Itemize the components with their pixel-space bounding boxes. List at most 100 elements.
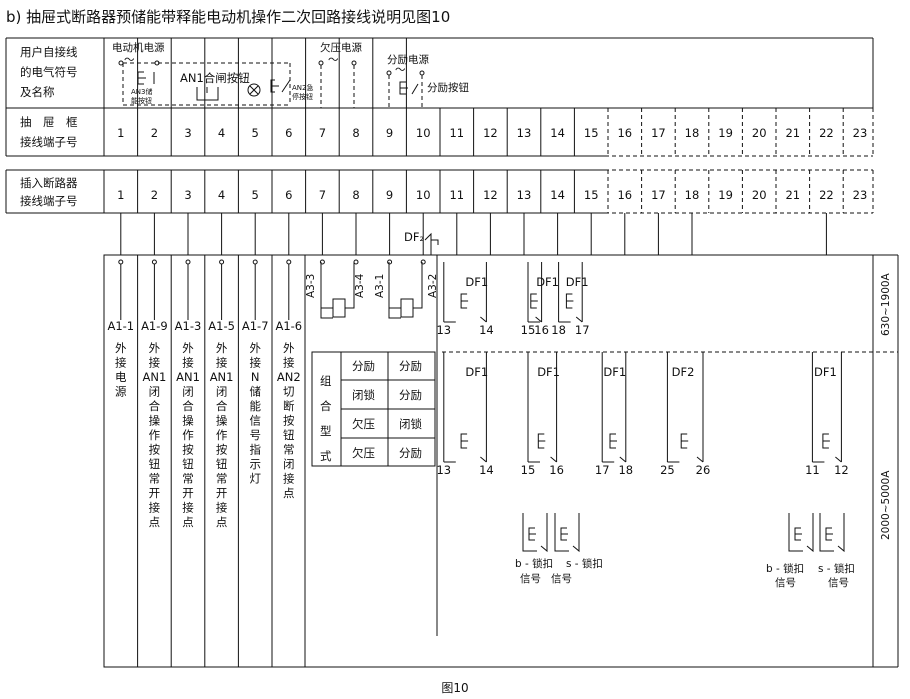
connection-desc-char: 号 (249, 428, 261, 442)
connection-desc-char: 钮 (182, 457, 194, 471)
drawer-terminal-number: 16 (617, 126, 632, 140)
connection-desc-char: 外 (149, 341, 161, 355)
breaker-terminal-number: 11 (449, 188, 464, 202)
drawer-terminal-number: 14 (550, 126, 565, 140)
breaker-terminal-number: 22 (819, 188, 834, 202)
lock-s-label-4: 信号 (828, 577, 849, 589)
drawer-terminal-number: 21 (785, 126, 800, 140)
drawer-terminal-number: 15 (584, 126, 599, 140)
lock-s-label-1: s - 锁扣 (566, 557, 603, 570)
breaker-terminal-number: 21 (785, 188, 800, 202)
motor-power-wave: 〜 (124, 54, 135, 66)
connection-desc-char: 闭 (216, 385, 228, 399)
connection-code: A1-7 (242, 319, 269, 333)
an3-label-1: AN3储 (131, 87, 152, 96)
connection-desc-char: 开 (149, 486, 161, 500)
connection-desc-char: 切 (283, 385, 295, 399)
contact-name: DF1 (537, 365, 560, 379)
drawer-terminal-number: 22 (819, 126, 834, 140)
breaker-terminal-number: 12 (483, 188, 498, 202)
coil-label-a3-4: A3-4 (354, 273, 366, 298)
connection-desc-char: 点 (149, 515, 161, 529)
connection-desc-char: 接 (149, 501, 161, 515)
contact-number: 13 (436, 463, 451, 477)
connection-desc-char: 接 (283, 472, 295, 486)
breaker-terminal-number: 23 (853, 188, 868, 202)
connection-desc-char: 按 (283, 414, 295, 428)
figure-caption: 图10 (441, 681, 469, 695)
lock-b-label-1: b - 锁扣 (515, 557, 553, 570)
connection-desc-char: 灯 (249, 472, 261, 486)
connection-desc-char: 外 (115, 341, 127, 355)
shunt-power-wave: 〜 (395, 64, 406, 76)
connection-desc-char: 外 (249, 341, 261, 355)
breaker-terminal-number: 16 (617, 188, 632, 202)
connection-desc-char: 开 (182, 486, 194, 500)
row-label-user-2: 的电气符号 (20, 65, 78, 79)
row-label-breaker-2: 接线端子号 (20, 194, 78, 208)
lock-s-label-2: 信号 (551, 573, 572, 585)
breaker-terminal-number: 4 (218, 188, 225, 202)
drawer-terminal-number: 4 (218, 126, 225, 140)
connection-desc-char: 源 (115, 385, 127, 399)
combo-label-2: 合 (320, 399, 332, 413)
connection-code: A1-6 (275, 319, 302, 333)
undervoltage-label: 欠压电源 (320, 41, 362, 54)
row-label-user-1: 用户自接线 (20, 45, 78, 59)
connection-desc-char: 闭 (149, 385, 161, 399)
connection-desc-char: 按 (182, 443, 194, 457)
breaker-terminal-number: 9 (386, 188, 393, 202)
row-label-drawer-1: 抽 屉 框 (20, 115, 78, 129)
shunt-button-label: 分励按钮 (427, 81, 469, 94)
breaker-terminal-number: 18 (685, 188, 700, 202)
connection-desc-char: 接 (249, 356, 261, 370)
connection-desc-char: 接 (216, 501, 228, 515)
drawer-terminal-number: 5 (252, 126, 259, 140)
lock-b-label-2: 信号 (520, 573, 541, 585)
an2-label-1: AN2急 (292, 83, 313, 92)
lock-b-label-4: 信号 (775, 577, 796, 589)
connection-desc-char: 接 (182, 356, 194, 370)
combo-cell: 分励 (399, 446, 422, 460)
connection-descriptions: A1-1外接电源A1-9外接AN1闭合操作按钮常开接点A1-3外接AN1闭合操作… (107, 319, 302, 529)
connection-desc-char: 常 (182, 472, 194, 486)
connection-desc-char: 接 (149, 356, 161, 370)
breaker-terminal-number: 1 (117, 188, 124, 202)
connection-desc-char: 按 (149, 443, 161, 457)
breaker-terminal-number: 2 (151, 188, 158, 202)
contact-number: 15 (521, 323, 536, 337)
connection-desc-char: 接 (182, 501, 194, 515)
contact-number: 17 (595, 463, 610, 477)
combo-label-4: 式 (320, 449, 332, 463)
combo-cell: 欠压 (352, 446, 375, 460)
contact-name: DF1 (566, 275, 589, 289)
contact-number: 14 (479, 323, 494, 337)
undervoltage-wave: 〜 (328, 54, 339, 66)
connection-desc-char: 点 (283, 486, 295, 500)
coil-label-a3-1: A3-1 (374, 274, 386, 298)
an3-label-2: 能按钮 (131, 96, 152, 105)
range-lower: 2000~5000A (880, 470, 892, 540)
connection-desc-char: 接 (115, 356, 127, 370)
contact-number: 16 (549, 463, 564, 477)
connection-desc-char: N (251, 370, 260, 384)
shunt-power-label: 分励电源 (387, 53, 429, 66)
connection-desc-char: 开 (216, 486, 228, 500)
breaker-internal-box (103, 254, 899, 668)
connection-desc-char: 常 (283, 443, 295, 457)
drawer-terminal-number: 18 (685, 126, 700, 140)
connection-desc-char: 钮 (149, 457, 161, 471)
breaker-terminal-number: 10 (416, 188, 431, 202)
connection-desc-char: AN2 (277, 370, 301, 384)
connection-code: A1-3 (175, 319, 202, 333)
connection-desc-char: 操 (182, 414, 194, 428)
combo-label-1: 组 (320, 374, 332, 388)
connection-desc-char: 示 (249, 457, 261, 471)
diagram-title: b) 抽屉式断路器预储能带释能电动机操作二次回路接线说明见图10 (6, 8, 451, 26)
connection-desc-char: 作 (216, 428, 228, 442)
lock-b-label-3: b - 锁扣 (766, 562, 804, 575)
drawer-terminal-number: 3 (184, 126, 191, 140)
